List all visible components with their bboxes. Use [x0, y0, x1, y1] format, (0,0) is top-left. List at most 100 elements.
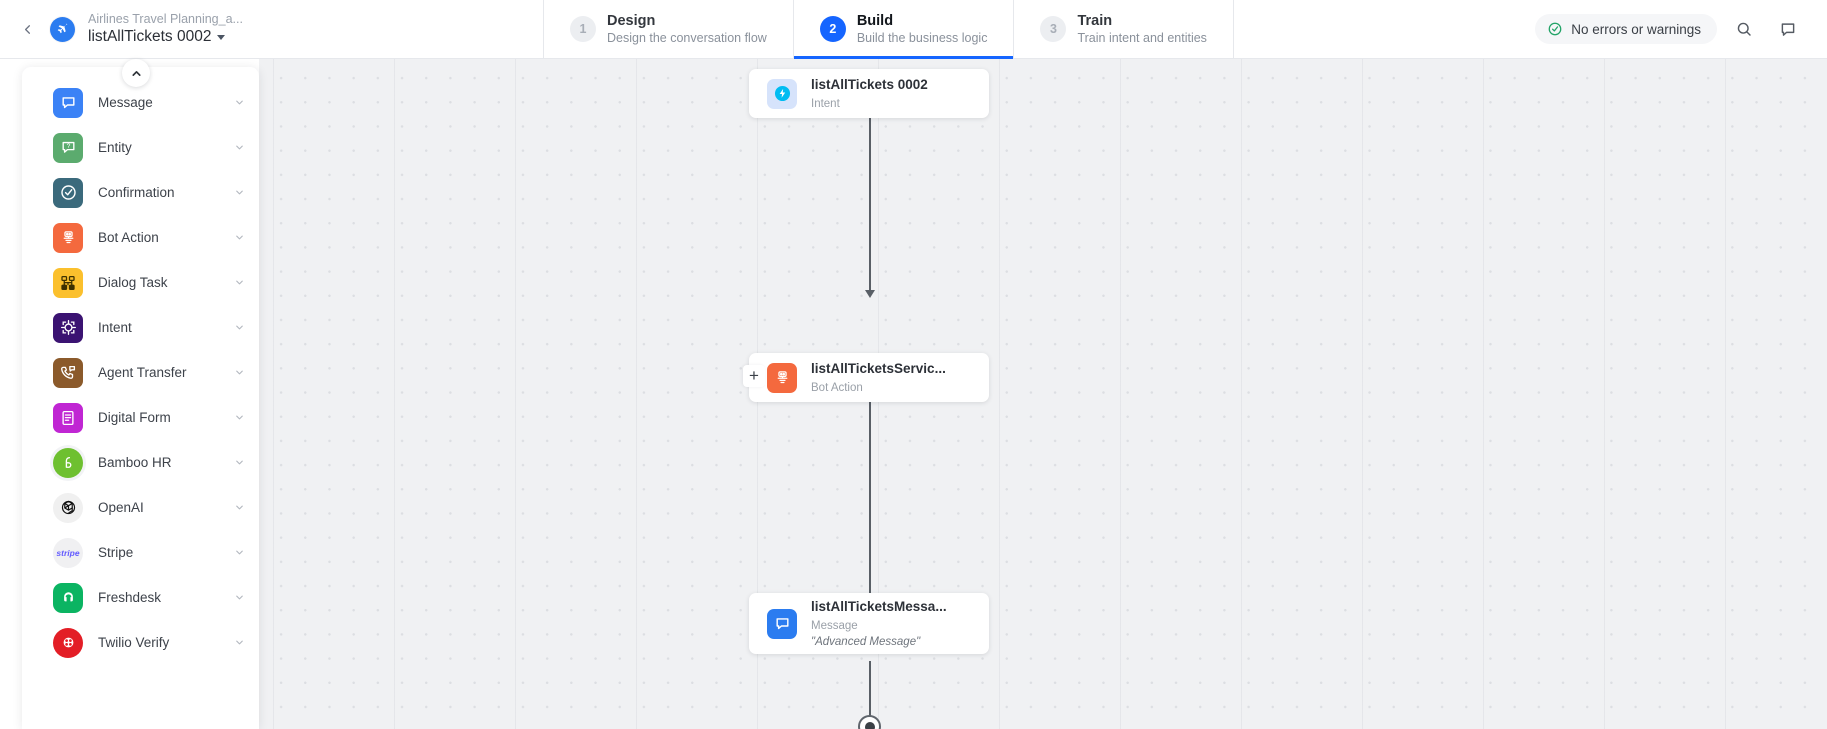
arrow-intent-to-botaction — [865, 290, 875, 298]
phone-transfer-icon — [53, 357, 83, 388]
search-button[interactable] — [1727, 12, 1761, 46]
chevron-down-icon[interactable] — [234, 232, 245, 243]
chevron-up-icon — [131, 70, 141, 76]
intent-bolt-icon — [767, 78, 797, 109]
edge-message-to-end — [869, 661, 871, 717]
search-icon — [1737, 22, 1751, 36]
sidebar-item-message[interactable]: Message — [22, 80, 259, 125]
top-bar: Airlines Travel Planning_a... listAllTic… — [0, 0, 1827, 59]
sidebar-item-label: Bamboo HR — [98, 455, 172, 470]
chevron-down-icon[interactable] — [234, 412, 245, 423]
digital-form-icon — [53, 402, 83, 433]
bot-title-block: Airlines Travel Planning_a... listAllTic… — [88, 12, 243, 46]
sidebar-item-label: Entity — [98, 140, 132, 155]
back-button[interactable] — [12, 14, 42, 44]
top-bar-left: Airlines Travel Planning_a... listAllTic… — [0, 0, 543, 58]
sidebar-item-twilio-verify[interactable]: Twilio Verify — [22, 620, 259, 665]
sidebar-item-dialog-task[interactable]: Dialog Task — [22, 260, 259, 305]
freshdesk-icon — [53, 582, 83, 613]
wizard-steps: 1 Design Design the conversation flow 2 … — [543, 0, 1234, 59]
flow-node-title: listAllTickets 0002 — [811, 77, 928, 93]
tab-train[interactable]: 3 Train Train intent and entities — [1013, 0, 1234, 58]
comment-icon — [1781, 23, 1795, 36]
flow-node-title: listAllTicketsMessa... — [811, 599, 947, 615]
status-label: No errors or warnings — [1571, 21, 1701, 37]
sidebar-item-label: OpenAI — [98, 500, 144, 515]
node-palette-sidebar: Message ? Entity Confirmation — [22, 67, 259, 729]
tab-design[interactable]: 1 Design Design the conversation flow — [543, 0, 793, 58]
chevron-down-icon[interactable] — [234, 637, 245, 648]
sidebar-item-bot-action[interactable]: Bot Action — [22, 215, 259, 260]
flow-node-bot-action[interactable]: listAllTicketsServic... Bot Action — [749, 353, 989, 402]
stripe-icon: stripe — [53, 537, 83, 568]
chevron-down-icon[interactable] — [234, 457, 245, 468]
sidebar-collapse-button[interactable] — [122, 59, 150, 87]
dialog-task-icon — [53, 267, 83, 298]
chevron-down-icon[interactable] — [234, 367, 245, 378]
chevron-down-icon[interactable] — [234, 187, 245, 198]
chevron-down-icon[interactable] — [234, 592, 245, 603]
twilio-verify-icon — [53, 627, 83, 658]
sidebar-item-intent[interactable]: Intent — [22, 305, 259, 350]
bot-name-label: Airlines Travel Planning_a... — [88, 11, 243, 26]
edge-botaction-to-message — [869, 354, 871, 602]
chevron-left-icon — [24, 24, 30, 34]
step-number: 1 — [570, 16, 596, 42]
sidebar-item-agent-transfer[interactable]: Agent Transfer — [22, 350, 259, 395]
airplane-logo-icon — [50, 16, 75, 42]
step-title: Build — [856, 12, 894, 29]
message-bubble-icon — [53, 87, 83, 118]
sidebar-item-label: Digital Form — [98, 410, 171, 425]
flow-node-subtitle: Bot Action — [811, 381, 863, 394]
node-palette-list: Message ? Entity Confirmation — [22, 67, 259, 665]
flow-canvas[interactable]: listAllTickets 0002 Intent + listAllTick… — [259, 59, 1827, 729]
task-name-label: listAllTickets 0002 — [88, 28, 212, 46]
chevron-down-icon[interactable] — [234, 502, 245, 513]
bamboo-hr-icon — [53, 447, 83, 478]
flow-node-message[interactable]: listAllTicketsMessa... Message "Advanced… — [749, 593, 989, 654]
sidebar-item-label: Freshdesk — [98, 590, 162, 605]
end-of-dialog-icon[interactable] — [858, 715, 881, 729]
step-subtitle: Train intent and entities — [1077, 30, 1207, 45]
message-bubble-icon — [767, 608, 797, 639]
check-circle-icon — [1548, 22, 1562, 36]
sidebar-item-openai[interactable]: OpenAI — [22, 485, 259, 530]
add-node-button[interactable]: + — [743, 365, 765, 387]
chevron-down-icon[interactable] — [234, 277, 245, 288]
sidebar-item-entity[interactable]: ? Entity — [22, 125, 259, 170]
sidebar-item-label: Agent Transfer — [98, 365, 187, 380]
flow-node-subtitle: Intent — [811, 97, 840, 110]
check-circle-icon — [53, 177, 83, 208]
chevron-down-icon[interactable] — [217, 34, 226, 40]
sidebar-item-bamboo-hr[interactable]: Bamboo HR — [22, 440, 259, 485]
comments-button[interactable] — [1771, 12, 1805, 46]
tab-build[interactable]: 2 Build Build the business logic — [792, 0, 1014, 59]
sidebar-item-confirmation[interactable]: Confirmation — [22, 170, 259, 215]
entity-question-icon: ? — [53, 132, 83, 163]
chevron-down-icon[interactable] — [234, 142, 245, 153]
chevron-down-icon[interactable] — [234, 547, 245, 558]
svg-text:?: ? — [66, 143, 70, 150]
sidebar-item-freshdesk[interactable]: Freshdesk — [22, 575, 259, 620]
sidebar-item-digital-form[interactable]: Digital Form — [22, 395, 259, 440]
sidebar-item-label: Message — [98, 95, 153, 110]
robot-icon — [53, 222, 83, 253]
openai-icon — [53, 492, 83, 523]
sidebar-item-stripe[interactable]: stripe Stripe — [22, 530, 259, 575]
task-selector[interactable]: listAllTickets 0002 — [88, 28, 243, 46]
flow-node-subtitle: Message — [811, 619, 858, 632]
top-bar-right: No errors or warnings — [1535, 0, 1827, 58]
sidebar-item-label: Stripe — [98, 545, 134, 560]
chevron-down-icon[interactable] — [234, 322, 245, 333]
step-subtitle: Build the business logic — [856, 30, 988, 45]
status-badge[interactable]: No errors or warnings — [1535, 14, 1717, 44]
sidebar-item-label: Twilio Verify — [98, 635, 170, 650]
flow-node-message-preview: "Advanced Message" — [811, 635, 921, 648]
chevron-down-icon[interactable] — [234, 97, 245, 108]
step-number: 3 — [1040, 16, 1067, 42]
flow-node-intent[interactable]: listAllTickets 0002 Intent — [749, 69, 989, 118]
robot-icon — [767, 362, 797, 393]
sidebar-item-label: Confirmation — [98, 185, 175, 200]
step-title: Design — [607, 12, 656, 29]
